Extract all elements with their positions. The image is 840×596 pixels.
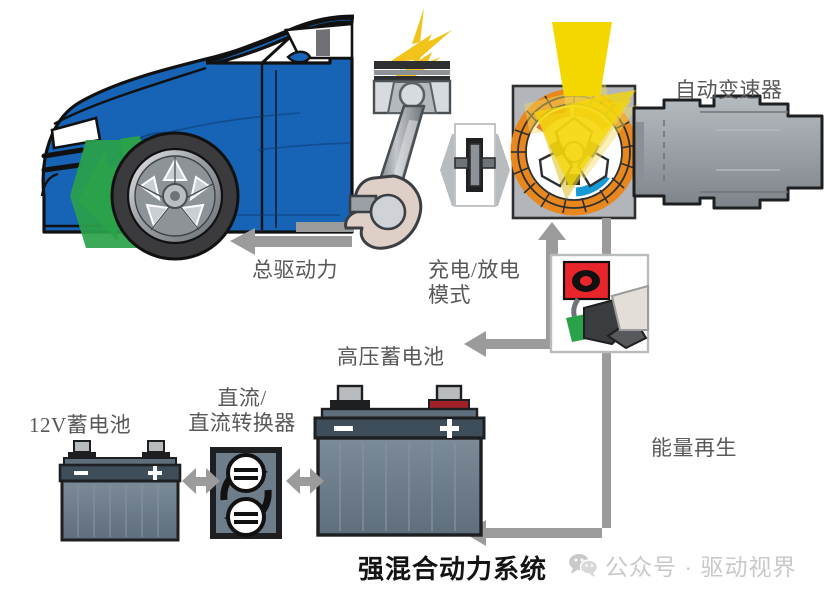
- automatic-transmission: [632, 94, 824, 210]
- label-high-voltage-battery: 高压蓄电池: [337, 345, 445, 369]
- front-wheel: [110, 131, 240, 261]
- label-automatic-transmission: 自动变速器: [675, 78, 783, 102]
- total-drive-force-arrow: [230, 228, 352, 255]
- dc-dc-converter: [210, 447, 282, 539]
- wechat-icon: [569, 554, 598, 577]
- label-charge-discharge-mode: 充电/放电 模式: [428, 258, 521, 307]
- label-dc-dc-converter: 直流/ 直流转换器: [188, 386, 296, 435]
- diagram-title: 强混合动力系统: [358, 554, 548, 584]
- motor-generator: [510, 22, 640, 220]
- clutch-unit: [440, 123, 510, 207]
- battery-12v: [58, 440, 182, 542]
- battery-minus-glyph: [334, 426, 353, 431]
- brake-pedal-icon-box: [549, 253, 650, 354]
- label-battery-12v: 12V蓄电池: [29, 413, 132, 437]
- high-voltage-battery: [313, 384, 486, 537]
- label-total-drive-force: 总驱动力: [252, 258, 338, 282]
- battery-plus-glyph: [440, 419, 459, 438]
- watermark-text: 公众号 · 驱动视界: [605, 554, 797, 580]
- piston-engine: [344, 8, 452, 250]
- bidirectional-arrows: [182, 468, 324, 494]
- watermark: 公众号 · 驱动视界: [568, 548, 796, 582]
- label-energy-regeneration: 能量再生: [651, 436, 737, 460]
- car-illustration: [40, 14, 355, 261]
